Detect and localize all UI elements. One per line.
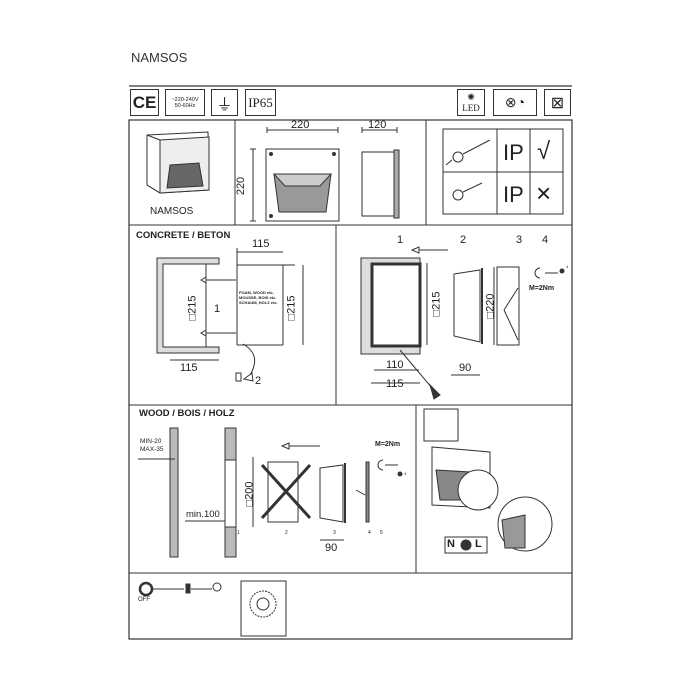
earth-ground-icon: ⏚ (211, 89, 238, 116)
install-step-1: 1 (397, 234, 404, 246)
concrete-bottom-dim: 115 (180, 362, 198, 374)
wood-step-1: 1 (237, 530, 240, 536)
fill-line: SCHAUM, HOLZ etc. (239, 300, 278, 305)
install-dim-110: 110 (386, 359, 404, 371)
weee-bin-icon: ⊠ (544, 89, 571, 116)
install-step-2: 2 (460, 234, 467, 246)
voltage-icon: ~220-240V 50-60Hz (165, 89, 205, 116)
wood-screw-label: 4 (404, 471, 407, 476)
install-screw-label: 4 (566, 264, 569, 269)
screwdriver-tight-icon (445, 139, 491, 166)
wood-thickness: MIN-20 MAX-35 (140, 438, 163, 454)
install-step-4: 4 (542, 234, 549, 246)
frequency-label: 50-60Hz (174, 102, 196, 109)
off-label: OFF (138, 597, 150, 603)
ip-label-2: IP (503, 182, 524, 207)
no-bulb-replacement-icon: ⊗◔ (493, 89, 537, 116)
led-rays: ✺ (467, 92, 475, 102)
ip-rating-label: IP65 (248, 94, 273, 110)
ip-table (442, 128, 564, 215)
power-off-sequence (138, 580, 287, 637)
install-step-3: 3 (516, 234, 523, 246)
wood-min-depth: min.100 (186, 509, 220, 520)
wood-dim-90: 90 (325, 542, 338, 554)
concrete-cavity-drawing (156, 248, 304, 382)
wood-step-2: 2 (285, 530, 288, 536)
side-view-drawing (361, 127, 400, 219)
check-icon: √ (537, 138, 551, 165)
ip65-icon: IP65 (245, 89, 276, 116)
wood-step-3: 3 (333, 530, 336, 536)
ip-label-1: IP (503, 140, 524, 165)
wood-step-4: 4 (368, 530, 371, 536)
screwdriver-loose-icon (452, 182, 483, 201)
led-icon: ✺LED (457, 89, 485, 116)
concrete-step-1: 1 (214, 303, 221, 315)
wood-heading: WOOD / BOIS / HOLZ (139, 408, 235, 419)
product-name: NAMSOS (150, 206, 194, 217)
concrete-step-2: 2 (255, 375, 262, 387)
wood-torque: M=2Nm (375, 441, 401, 448)
front-view-drawing (250, 127, 340, 222)
height-dimension: 220 (235, 176, 248, 196)
voltage-label: ~220-240V (171, 96, 199, 103)
led-label: LED (462, 103, 480, 113)
install-dim-220: □220 (484, 293, 497, 319)
install-dim-215: □215 (430, 291, 443, 317)
fill-material-note: FOAM, WOOD etc. MOUSSE, BOIS etc. SCHAUM… (239, 290, 278, 305)
wood-hole-dim: □200 (243, 481, 256, 507)
ce-label: CE (132, 92, 157, 112)
concrete-hole-dim: □215 (186, 295, 199, 321)
wood-max: MAX-35 (140, 446, 164, 453)
fill-line: FOAM, WOOD etc. (239, 290, 274, 295)
cross-icon: × (536, 178, 552, 208)
live-label: L (475, 538, 482, 550)
width-dimension: 220 (291, 119, 310, 131)
wood-step-5: 5 (380, 530, 383, 536)
neutral-label: N (447, 538, 455, 550)
concrete-top-dim: 115 (252, 238, 270, 250)
install-dim-115: 115 (386, 378, 404, 390)
concrete-block-dim: □215 (285, 295, 298, 321)
wood-wall-drawing (138, 427, 403, 558)
document-title: NAMSOS (131, 50, 188, 65)
fill-line: MOUSSE, BOIS etc. (239, 295, 277, 300)
wiring-drawing (423, 408, 553, 554)
wood-min: MIN-20 (140, 438, 162, 445)
install-torque: M=2Nm (529, 285, 555, 292)
ce-mark-icon: CE (130, 89, 159, 116)
concrete-install-drawing (360, 246, 565, 400)
product-illustration (146, 131, 210, 194)
concrete-heading: CONCRETE / BETON (136, 230, 231, 241)
depth-dimension: 120 (368, 119, 387, 131)
sheet-frame (128, 119, 573, 640)
install-dim-90: 90 (459, 362, 472, 374)
